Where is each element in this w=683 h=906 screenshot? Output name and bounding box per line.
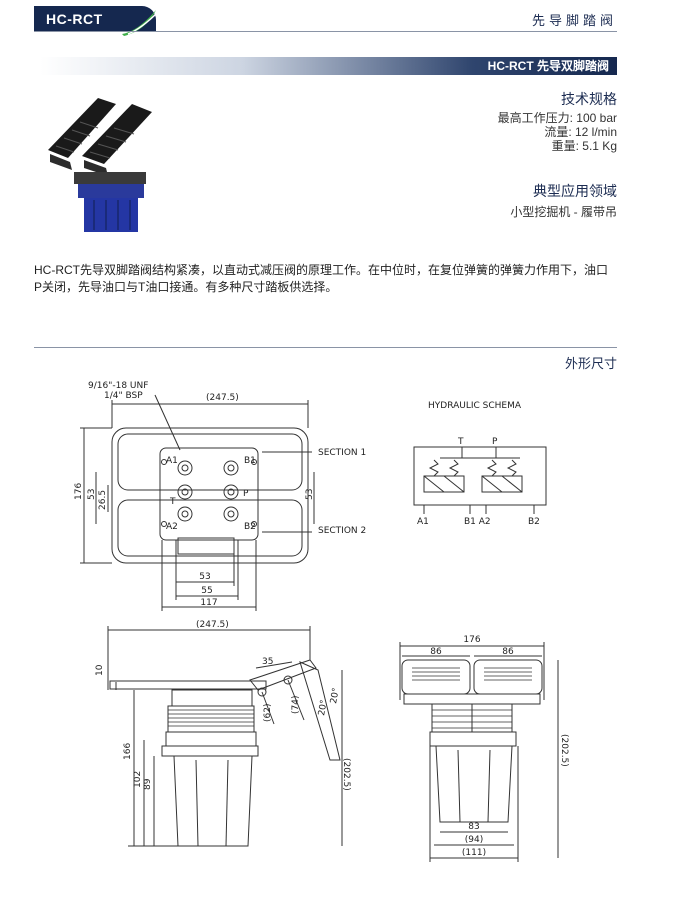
swoosh-logo [122, 10, 159, 36]
section-rule [34, 347, 617, 348]
specs-heading: 技术规格 [561, 91, 617, 107]
side-dim-62: (62) [263, 704, 273, 722]
header-badge-text: HC-RCT [46, 11, 103, 27]
front-dim-111: (111) [462, 848, 486, 858]
schema-title: HYDRAULIC SCHEMA [428, 401, 522, 411]
product-photo [48, 98, 152, 232]
section-2-label: SECTION 2 [318, 526, 366, 536]
description: HC-RCT先导双脚踏阀结构紧凑，以直动式减压阀的原理工作。在中位时，在复位弹簧… [34, 262, 618, 296]
port-b1: B1 [244, 456, 256, 466]
schema-port-b1-a2: B1 A2 [464, 517, 491, 527]
schema-port-a1: A1 [417, 517, 429, 527]
side-width-dim: (247.5) [196, 620, 229, 630]
spec-weight: 重量: 5.1 Kg [551, 139, 617, 153]
section-1-label: SECTION 1 [318, 448, 366, 458]
port-p: P [243, 489, 249, 499]
dimensions-heading: 外形尺寸 [564, 356, 617, 371]
front-dim-86b: 86 [502, 647, 514, 657]
port-a2: A2 [166, 522, 178, 532]
thread-label-2: 1/4" BSP [104, 391, 143, 401]
front-dim-83: 83 [468, 822, 479, 832]
top-height-176: 176 [74, 483, 84, 500]
top-width-55: 55 [201, 586, 212, 596]
front-dim-202-5: (202.5) [559, 734, 569, 767]
top-height-53b: 53 [305, 489, 315, 500]
description-line-1: HC-RCT先导双脚踏阀结构紧凑，以直动式减压阀的原理工作。在中位时，在复位弹簧… [34, 263, 608, 277]
top-width-53: 53 [199, 572, 210, 582]
front-dim-86a: 86 [430, 647, 442, 657]
title-bar: HC-RCT 先导双脚踏阀 [40, 57, 617, 75]
port-b2: B2 [244, 522, 256, 532]
top-width-117: 117 [200, 598, 217, 608]
top-width-dim: (247.5) [206, 393, 239, 403]
top-height-26-5: 26.5 [98, 490, 108, 510]
spec-flow: 流量: 12 l/min [544, 125, 617, 139]
side-dim-74: (74) [291, 696, 301, 714]
side-dim-202-5: (202.5) [341, 758, 351, 791]
port-a1: A1 [166, 456, 178, 466]
side-angle-2: 20° [329, 687, 342, 704]
front-view-drawing [399, 642, 559, 862]
side-dim-35: 35 [262, 657, 273, 667]
applications-heading: 典型应用领域 [533, 183, 617, 199]
header-category: 先导脚踏阀 [531, 13, 617, 28]
front-dim-94: (94) [465, 835, 483, 845]
side-dim-102: 102 [133, 771, 143, 788]
top-height-53a: 53 [87, 489, 97, 500]
title-bar-text: HC-RCT 先导双脚踏阀 [487, 59, 609, 73]
header-rule [34, 31, 617, 32]
side-dim-89: 89 [143, 778, 153, 790]
side-angle-1: 20° [317, 699, 330, 716]
schema-port-p: P [492, 437, 498, 447]
schema-port-b2: B2 [528, 517, 540, 527]
schema-port-t: T [457, 437, 464, 447]
applications-text: 小型挖掘机 - 履带吊 [510, 205, 617, 219]
header-badge: HC-RCT [34, 6, 156, 32]
side-view-drawing [107, 626, 343, 847]
side-dim-166: 166 [123, 743, 133, 760]
thread-label-1: 9/16"-18 UNF [88, 381, 148, 391]
top-view-drawing [80, 394, 315, 611]
side-dim-10: 10 [95, 664, 105, 676]
port-t: T [169, 497, 176, 507]
front-dim-176: 176 [463, 635, 480, 645]
description-line-2: P关闭，先导油口与T油口接通。有多种尺寸踏板供选择。 [34, 280, 338, 294]
spec-pressure: 最高工作压力: 100 bar [497, 111, 617, 125]
hydraulic-schema-drawing [413, 446, 547, 514]
